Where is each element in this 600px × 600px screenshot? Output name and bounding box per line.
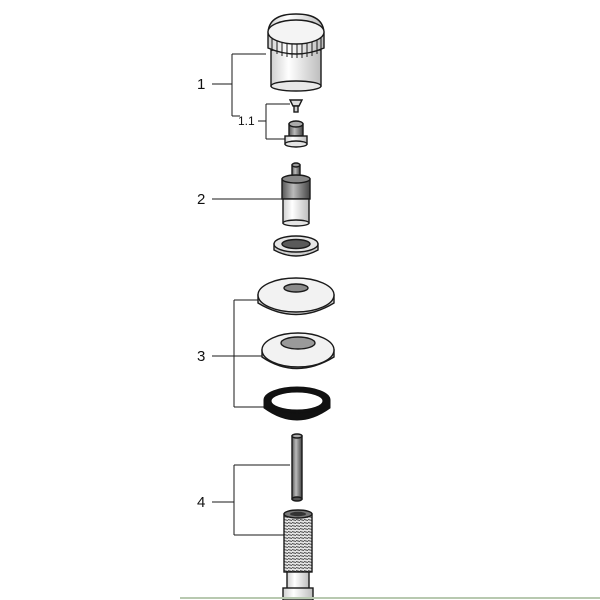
- label-part-4: 4: [197, 494, 205, 511]
- adapter-part: [284, 120, 308, 148]
- threaded-extension-part: [282, 509, 314, 600]
- label-part-3: 3: [197, 348, 205, 365]
- cartridge-part: [281, 162, 311, 227]
- rosette-lower-part: [261, 332, 335, 370]
- label-part-1: 1: [197, 76, 205, 93]
- callout-lines: [212, 53, 290, 536]
- sleeve-ring-part: [273, 235, 319, 257]
- rosette-upper-part: [257, 277, 335, 316]
- seal-ring-part: [263, 386, 331, 421]
- label-part-2: 2: [197, 191, 205, 208]
- knob-cap-part: [267, 13, 325, 92]
- extension-rod-part: [291, 433, 303, 502]
- label-part-1-1: 1.1: [238, 114, 255, 128]
- screw-part: [288, 99, 304, 113]
